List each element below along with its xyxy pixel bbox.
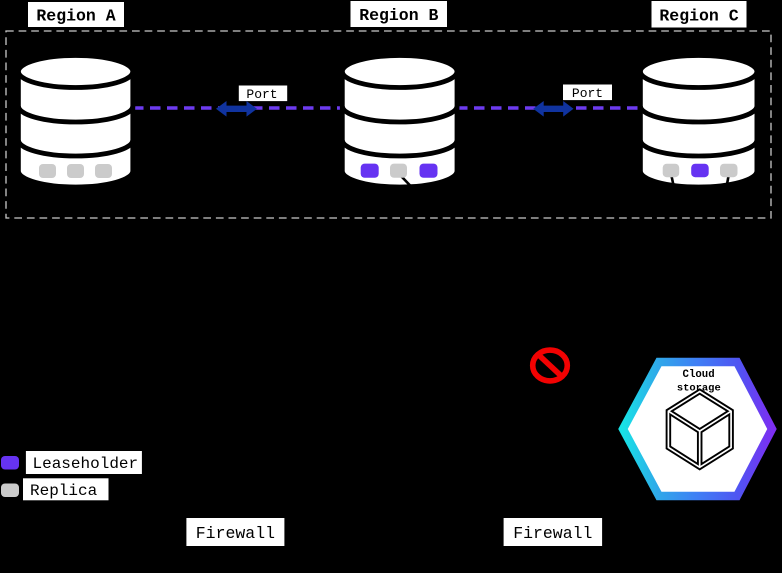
svg-text:Leaseholder: Leaseholder — [33, 455, 139, 473]
svg-text:Firewall: Firewall — [196, 524, 275, 543]
svg-text:Region C: Region C — [659, 6, 738, 25]
svg-text:Cloud: Cloud — [683, 369, 715, 381]
svg-text:Region A: Region A — [36, 7, 115, 26]
svg-text:Replica: Replica — [30, 482, 98, 500]
svg-text:storage: storage — [677, 382, 721, 394]
svg-text:Port: Port — [572, 86, 603, 101]
svg-text:Port: Port — [246, 87, 277, 102]
svg-text:Firewall: Firewall — [513, 524, 592, 543]
svg-text:Region B: Region B — [359, 6, 438, 25]
